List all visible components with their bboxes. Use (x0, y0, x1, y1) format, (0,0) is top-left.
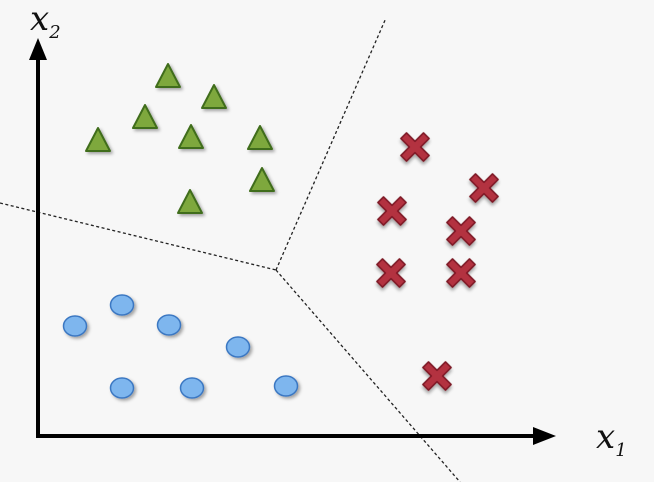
boundary-circles-crosses (275, 269, 461, 482)
cross-class (376, 132, 499, 391)
triangle-point (85, 127, 111, 152)
triangle-point (247, 125, 273, 150)
circle-point (273, 375, 299, 397)
circle-point (109, 377, 135, 399)
triangle-point (177, 189, 203, 214)
y-axis-arrowhead (29, 38, 47, 60)
circle-point (156, 314, 182, 336)
boundary-triangles-circles (0, 202, 277, 271)
circle-point (62, 315, 88, 337)
cross-point (469, 173, 499, 203)
axes (29, 38, 556, 445)
triangle-point (201, 84, 227, 109)
x-axis-label: x1 (596, 417, 627, 461)
triangle-point (155, 63, 181, 88)
cross-point (377, 196, 407, 226)
cross-point (446, 216, 476, 246)
cross-point (376, 258, 406, 288)
circle-class (62, 294, 299, 399)
circle-point (109, 294, 135, 316)
triangle-point (249, 167, 275, 192)
triangle-point (178, 124, 204, 149)
circle-point (179, 377, 205, 399)
circle-point (225, 336, 251, 358)
cross-point (422, 361, 452, 391)
x-axis-arrowhead (533, 427, 556, 445)
decision-boundaries (0, 17, 461, 482)
cross-point (446, 258, 476, 288)
triangle-point (132, 104, 158, 129)
cross-point (400, 132, 430, 162)
boundary-triangles-crosses (275, 17, 387, 271)
y-axis-label: x2 (30, 0, 61, 43)
triangle-class (85, 63, 275, 214)
